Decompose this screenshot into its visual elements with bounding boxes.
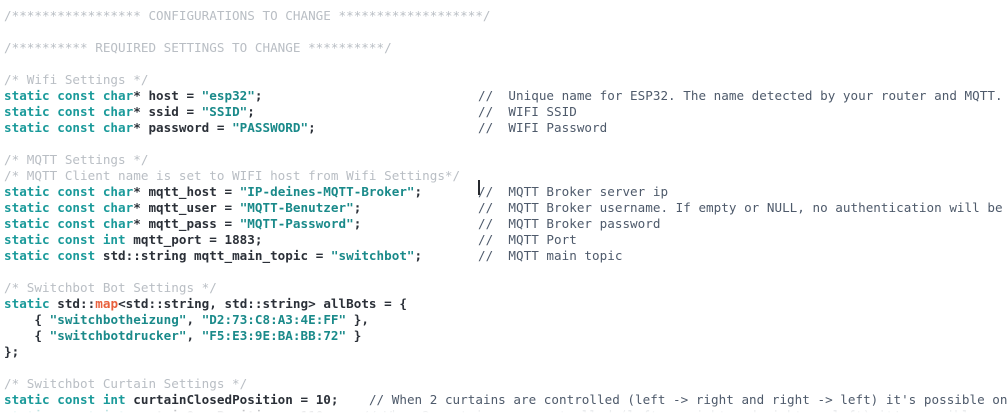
code-line[interactable]: /* Switchbot Bot Settings */ xyxy=(4,280,217,296)
code-token-plain: ; xyxy=(323,408,331,413)
code-token-blockcomment: /* Switchbot Curtain Settings */ xyxy=(4,376,248,391)
code-token-num: 110 xyxy=(301,408,324,413)
code-line[interactable]: static const int curtainOpenPosition = 1… xyxy=(4,408,1007,413)
code-token-plain: * password = xyxy=(133,120,233,135)
code-line[interactable]: /* Switchbot Curtain Settings */ xyxy=(4,376,247,392)
code-token-kw: static const int xyxy=(4,408,126,413)
trailing-line-comment: // MQTT Broker password xyxy=(478,216,661,231)
code-token-str: "switchbotdrucker" xyxy=(49,328,187,343)
code-token-blockcomment: /* Wifi Settings */ xyxy=(4,72,149,87)
code-token-num: 1883 xyxy=(224,232,255,247)
code-token-plain: }; xyxy=(4,344,20,359)
trailing-line-comment: // MQTT Broker server ip xyxy=(478,184,669,199)
code-line[interactable]: static const int curtainClosedPosition =… xyxy=(4,392,1007,408)
code-line[interactable]: /* MQTT Settings */ xyxy=(4,152,148,168)
code-token-kw: static const char xyxy=(4,88,134,103)
code-token-plain: curtainClosedPosition = xyxy=(125,392,316,407)
code-line[interactable]: static const char* mqtt_host = "IP-deine… xyxy=(4,184,422,200)
code-token-plain: std:: xyxy=(49,296,96,311)
code-token-str: "esp32" xyxy=(201,88,255,103)
code-line[interactable]: /********** REQUIRED SETTINGS TO CHANGE … xyxy=(4,40,392,56)
code-token-plain: ; xyxy=(414,184,423,199)
code-token-plain: std::string mqtt_main_topic = xyxy=(95,248,331,263)
code-line[interactable]: { "switchbotheizung", "D2:73:C8:A3:4E:FF… xyxy=(4,312,369,328)
code-token-cls: map xyxy=(95,296,119,311)
code-token-plain: * host = xyxy=(133,88,202,103)
code-token-blockcomment: /********** REQUIRED SETTINGS TO CHANGE … xyxy=(4,40,392,55)
trailing-line-comment: // Unique name for ESP32. The name detec… xyxy=(478,88,1003,103)
code-token-kw: static const char xyxy=(4,120,134,135)
code-token-blockcomment: /* MQTT Client name is set to WIFI host … xyxy=(4,168,461,183)
code-token-plain: }, xyxy=(346,312,369,327)
code-line[interactable]: }; xyxy=(4,344,19,360)
code-token-linecomment: // When 2 curtains are controlled (left … xyxy=(331,408,1007,413)
code-token-kw: static const int xyxy=(4,232,126,247)
trailing-line-comment: // MQTT Broker username. If empty or NUL… xyxy=(478,200,1007,215)
code-token-plain: ; xyxy=(414,248,423,263)
code-token-kw: static const int xyxy=(4,392,126,407)
code-token-str: "MQTT-Benutzer" xyxy=(239,200,354,215)
trailing-line-comment: // WIFI Password xyxy=(478,120,608,135)
code-token-blockcomment: /* MQTT Settings */ xyxy=(4,152,149,167)
code-token-plain: ; xyxy=(330,392,339,407)
code-line[interactable]: static const char* ssid = "SSID"; xyxy=(4,104,255,120)
code-token-str: "MQTT-Password" xyxy=(239,216,354,231)
code-token-str: "D2:73:C8:A3:4E:FF" xyxy=(201,312,347,327)
code-token-plain: ; xyxy=(353,200,362,215)
code-token-plain: ; xyxy=(254,88,263,103)
code-token-plain: <std::string, std::string> allBots = { xyxy=(118,296,407,311)
code-token-str: "SSID" xyxy=(201,104,248,119)
code-token-str: "switchbotheizung" xyxy=(49,312,187,327)
trailing-line-comment: // WIFI SSID xyxy=(478,104,577,119)
code-line[interactable]: static const std::string mqtt_main_topic… xyxy=(4,248,422,264)
code-token-plain: { xyxy=(4,328,50,343)
code-token-plain: * mqtt_user = xyxy=(133,200,240,215)
code-line[interactable]: static const int mqtt_port = 1883; xyxy=(4,232,263,248)
code-token-str: "switchbot" xyxy=(330,248,415,263)
code-token-kw: static const char xyxy=(4,216,134,231)
code-token-kw: static const char xyxy=(4,200,134,215)
code-line[interactable]: /***************** CONFIGURATIONS TO CHA… xyxy=(4,8,491,24)
code-token-plain: , xyxy=(186,312,202,327)
code-token-plain: } xyxy=(346,328,362,343)
code-token-kw: static const char xyxy=(4,104,134,119)
code-line[interactable]: static const char* password = "PASSWORD"… xyxy=(4,120,316,136)
code-token-str: "PASSWORD" xyxy=(232,120,309,135)
code-token-plain: curtainOpenPosition = xyxy=(126,408,301,413)
code-token-blockcomment: /* Switchbot Bot Settings */ xyxy=(4,280,217,295)
code-token-plain: ; xyxy=(353,216,362,231)
code-token-plain: * ssid = xyxy=(133,104,202,119)
code-line[interactable]: static const char* mqtt_user = "MQTT-Ben… xyxy=(4,200,361,216)
trailing-line-comment: // MQTT main topic xyxy=(478,248,623,263)
code-token-num: 10 xyxy=(315,392,331,407)
code-token-plain: { xyxy=(4,312,50,327)
code-token-plain: ; xyxy=(254,232,263,247)
code-token-plain: ; xyxy=(247,104,255,119)
code-token-blockcomment: /***************** CONFIGURATIONS TO CHA… xyxy=(4,8,491,23)
code-token-linecomment: // When 2 curtains are controlled (left … xyxy=(368,392,1007,407)
code-token-plain: , xyxy=(186,328,202,343)
code-token-kw: static const char xyxy=(4,184,134,199)
code-token-plain: ; xyxy=(308,120,316,135)
code-line[interactable]: static const char* host = "esp32"; xyxy=(4,88,263,104)
code-line[interactable]: /* MQTT Client name is set to WIFI host … xyxy=(4,168,460,184)
code-token-plain: * mqtt_pass = xyxy=(133,216,240,231)
text-cursor xyxy=(478,180,480,195)
trailing-line-comment: // MQTT Port xyxy=(478,232,577,247)
code-line[interactable]: static std::map<std::string, std::string… xyxy=(4,296,407,312)
code-token-str: "IP-deines-MQTT-Broker" xyxy=(239,184,415,199)
code-token-str: "F5:E3:9E:BA:BB:72" xyxy=(201,328,347,343)
code-token-kw: static const xyxy=(4,248,96,263)
code-token-plain: * mqtt_host = xyxy=(133,184,240,199)
code-line[interactable]: /* Wifi Settings */ xyxy=(4,72,148,88)
code-token-kw: static xyxy=(4,296,50,311)
code-line[interactable]: { "switchbotdrucker", "F5:E3:9E:BA:BB:72… xyxy=(4,328,361,344)
code-line[interactable]: static const char* mqtt_pass = "MQTT-Pas… xyxy=(4,216,361,232)
code-token-plain: mqtt_port = xyxy=(125,232,225,247)
